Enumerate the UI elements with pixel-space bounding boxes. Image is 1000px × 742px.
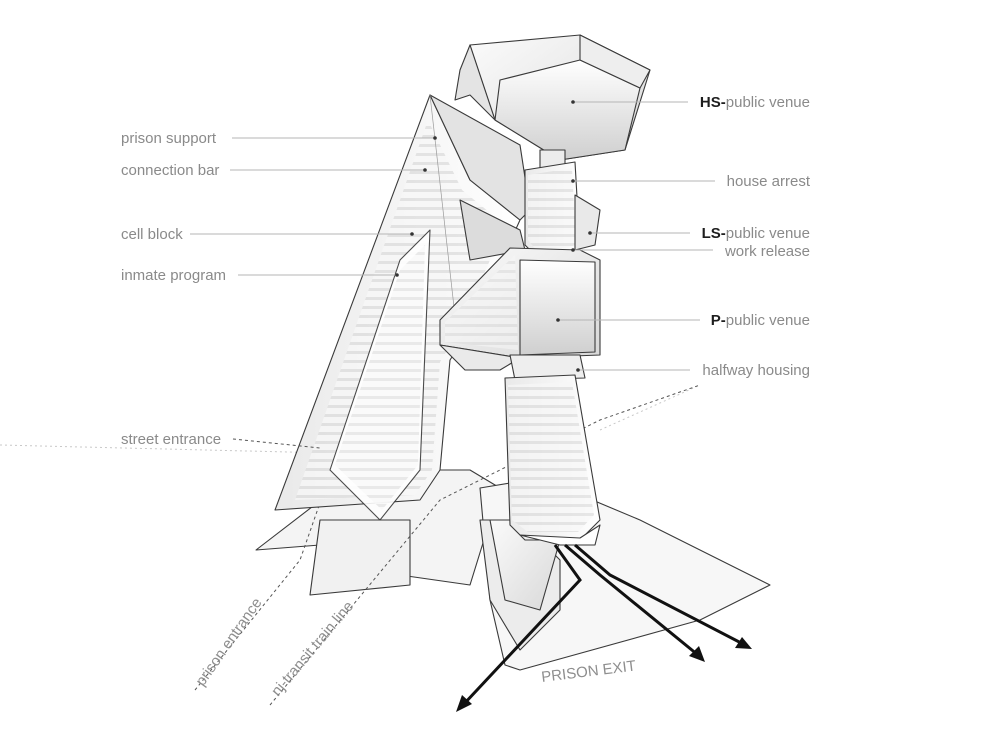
- halfway-housing-mass: [504, 354, 601, 546]
- label-street-entrance: street entrance: [121, 431, 221, 448]
- label-nj-transit-train-line: nj-transit train line: [268, 598, 357, 700]
- label-prison-exit: PRISON EXIT: [540, 658, 636, 686]
- label-ls-text: public venue: [726, 225, 810, 242]
- exit-arrows: [456, 543, 752, 712]
- label-prison-support: prison support: [121, 130, 217, 147]
- label-p-public-venue: P-public venue: [711, 312, 810, 329]
- label-hs-prefix: HS-: [700, 94, 726, 111]
- label-hs-public-venue: HS-public venue: [700, 94, 810, 111]
- p-public-venue-mass: [439, 247, 601, 371]
- leader-dots: [395, 100, 592, 372]
- label-prison-entrance: prison entrance: [192, 595, 265, 689]
- label-work-release: work release: [724, 243, 810, 260]
- label-ls-prefix: LS-: [702, 225, 726, 242]
- label-p-prefix: P-: [711, 312, 726, 329]
- label-halfway-housing: halfway housing: [702, 362, 810, 379]
- label-cell-block: cell block: [121, 226, 183, 243]
- label-p-text: public venue: [726, 312, 810, 329]
- label-ls-public-venue: LS-public venue: [702, 225, 810, 242]
- label-house-arrest: house arrest: [727, 173, 811, 190]
- leader-lines: [190, 101, 715, 449]
- label-hs-text: public venue: [726, 94, 810, 111]
- house-arrest-mass: [524, 161, 601, 261]
- label-connection-bar: connection bar: [121, 162, 219, 179]
- cell-block-mass: [274, 94, 531, 521]
- hs-public-venue-mass: [454, 34, 651, 176]
- label-inmate-program: inmate program: [121, 267, 226, 284]
